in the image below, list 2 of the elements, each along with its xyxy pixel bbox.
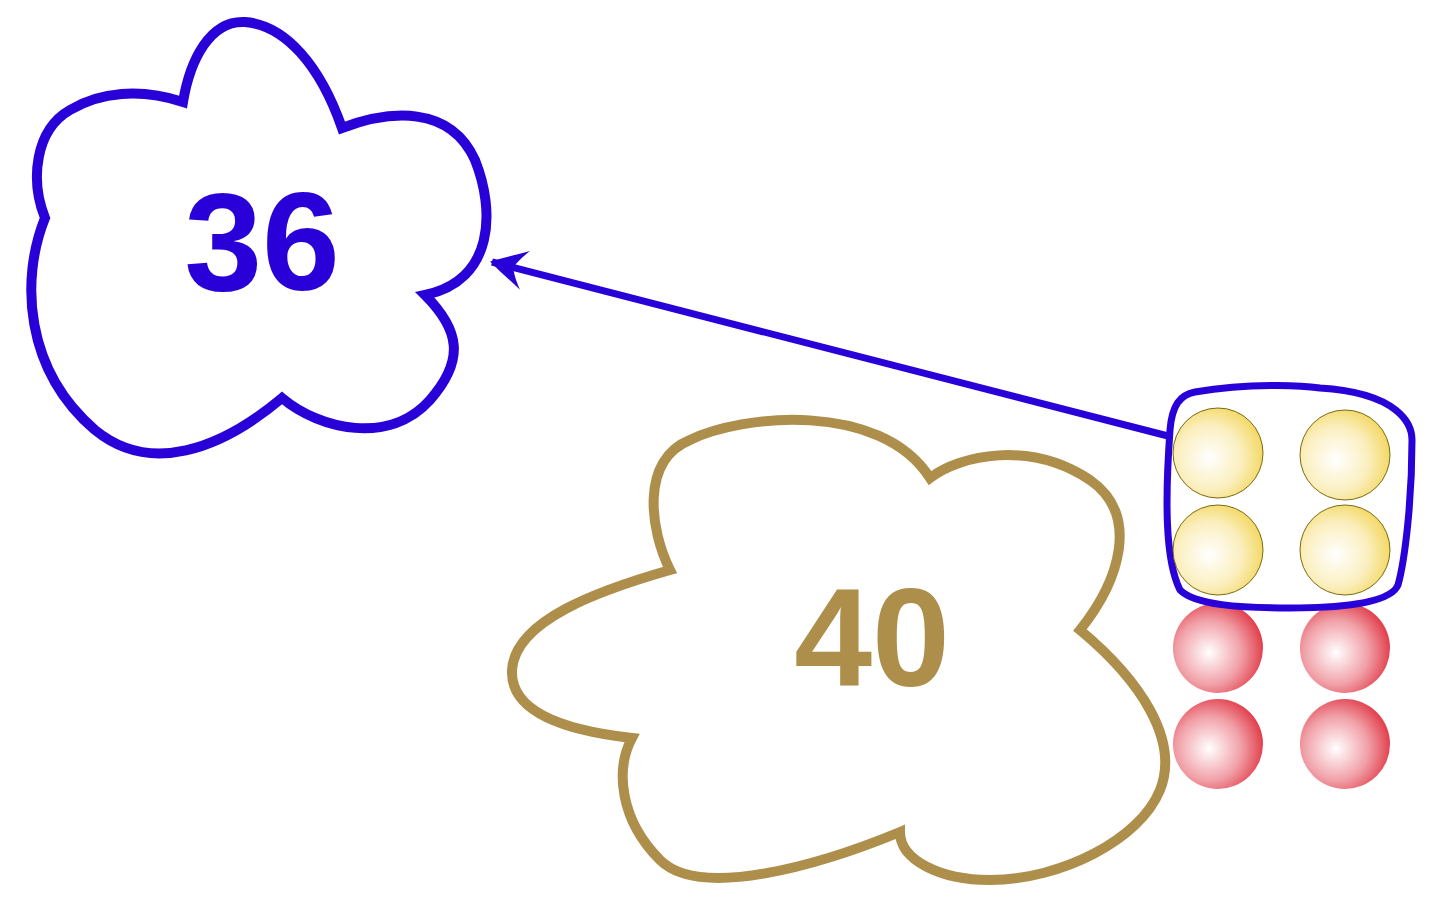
number-label: 40 bbox=[794, 568, 950, 708]
number-label: 36 bbox=[184, 172, 340, 312]
